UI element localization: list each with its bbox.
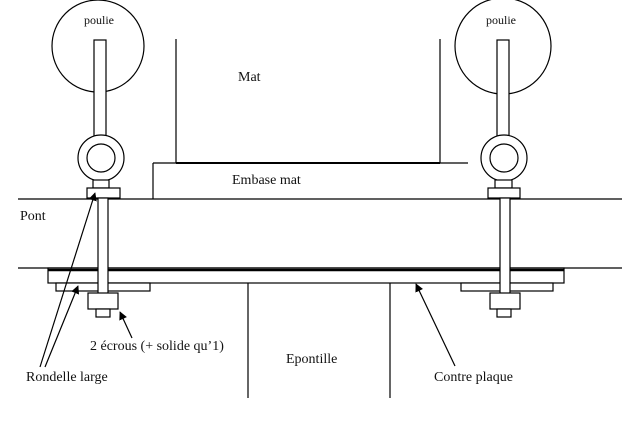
label-embase: Embase mat bbox=[232, 173, 301, 188]
label-mat: Mat bbox=[238, 70, 261, 85]
right-block-assembly bbox=[454, 0, 552, 318]
label-pulley-left: poulie bbox=[84, 13, 114, 27]
eye-bolt-washer-left bbox=[86, 187, 121, 199]
label-ecrous: 2 écrous (+ solide qu’1) bbox=[90, 339, 224, 354]
bolt-shaft-right bbox=[496, 39, 510, 143]
mast-base bbox=[152, 162, 468, 199]
left-block-assembly bbox=[51, 0, 145, 318]
label-contre-plaque: Contre plaque bbox=[434, 370, 513, 385]
label-pulley-right: poulie bbox=[486, 13, 516, 27]
label-rondelle: Rondelle large bbox=[26, 370, 108, 385]
arrow-ecrous bbox=[119, 311, 133, 339]
bolt-shaft-left bbox=[93, 39, 107, 143]
pillar bbox=[247, 283, 391, 398]
mast bbox=[175, 39, 441, 164]
backing-plate bbox=[47, 267, 565, 284]
nut-right bbox=[489, 292, 521, 310]
label-pont: Pont bbox=[20, 209, 46, 224]
eye-bolt-washer-right bbox=[487, 187, 521, 199]
nut-left bbox=[87, 292, 119, 310]
arrow-rondelle-1 bbox=[39, 192, 97, 368]
label-epontille: Epontille bbox=[286, 352, 337, 367]
arrow-rondelle-2 bbox=[44, 285, 80, 368]
arrow-contre-plaque bbox=[415, 283, 456, 367]
